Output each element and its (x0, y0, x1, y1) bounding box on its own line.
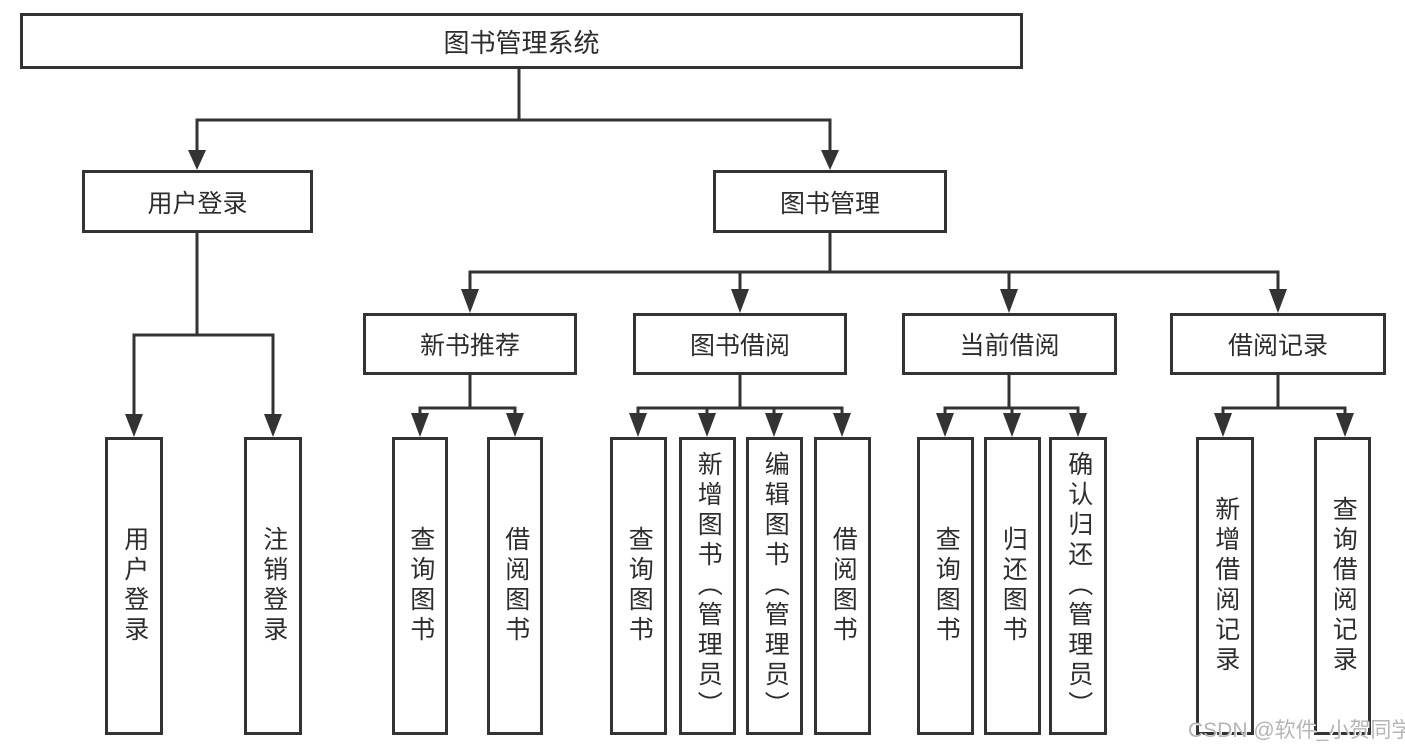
node-current-borrowing: 当前借阅 (902, 313, 1117, 375)
node-label: 借阅记录 (1227, 332, 1328, 360)
leaf-query-books-current: 查询图书 (917, 437, 974, 735)
node-label: 新增图书（管理员） (694, 451, 723, 721)
node-label: 查询借阅记录 (1329, 496, 1358, 676)
leaf-add-borrow-record: 新增借阅记录 (1196, 437, 1254, 735)
node-borrowing-records: 借阅记录 (1170, 313, 1386, 375)
node-label: 图书管理系统 (443, 27, 600, 58)
node-book-borrowing: 图书借阅 (633, 313, 847, 375)
node-user-login-module: 用户登录 (82, 170, 313, 233)
node-label: 新增借阅记录 (1211, 496, 1240, 676)
leaf-add-book-admin: 新增图书（管理员） (679, 437, 736, 735)
watermark: CSDN @软件_小贺同学 (1188, 719, 1405, 742)
leaf-confirm-return-admin: 确认归还（管理员） (1049, 437, 1107, 735)
node-label: 用户登录 (120, 526, 149, 646)
leaf-edit-book-admin: 编辑图书（管理员） (746, 437, 803, 735)
leaf-borrow-books-recommend: 借阅图书 (487, 437, 543, 735)
leaf-return-book: 归还图书 (984, 437, 1041, 735)
node-label: 查询图书 (932, 526, 961, 646)
leaf-user-login: 用户登录 (105, 437, 163, 735)
node-label: 借阅图书 (501, 526, 530, 646)
leaf-query-borrow-record: 查询借阅记录 (1314, 437, 1371, 735)
node-library-management-system: 图书管理系统 (20, 13, 1023, 69)
node-label: 图书管理 (779, 189, 880, 218)
node-label: 归还图书 (999, 526, 1028, 646)
node-label: 借阅图书 (829, 526, 858, 646)
leaf-logout: 注销登录 (244, 437, 302, 735)
node-label: 图书借阅 (689, 332, 790, 360)
node-label: 确认归还（管理员） (1064, 451, 1093, 721)
node-label: 编辑图书（管理员） (761, 451, 790, 721)
node-label: 当前借阅 (959, 332, 1060, 360)
node-label: 注销登录 (259, 526, 288, 646)
leaf-borrow-books-borrowing: 借阅图书 (814, 437, 871, 735)
node-label: 查询图书 (625, 526, 654, 646)
node-label: 查询图书 (406, 526, 435, 646)
leaf-query-books-recommend: 查询图书 (392, 437, 448, 735)
node-book-management-module: 图书管理 (713, 170, 947, 233)
node-label: 用户登录 (147, 189, 248, 218)
node-label: 新书推荐 (419, 332, 520, 360)
leaf-query-books-borrowing: 查询图书 (610, 437, 667, 735)
node-new-book-recommendation: 新书推荐 (363, 313, 577, 375)
